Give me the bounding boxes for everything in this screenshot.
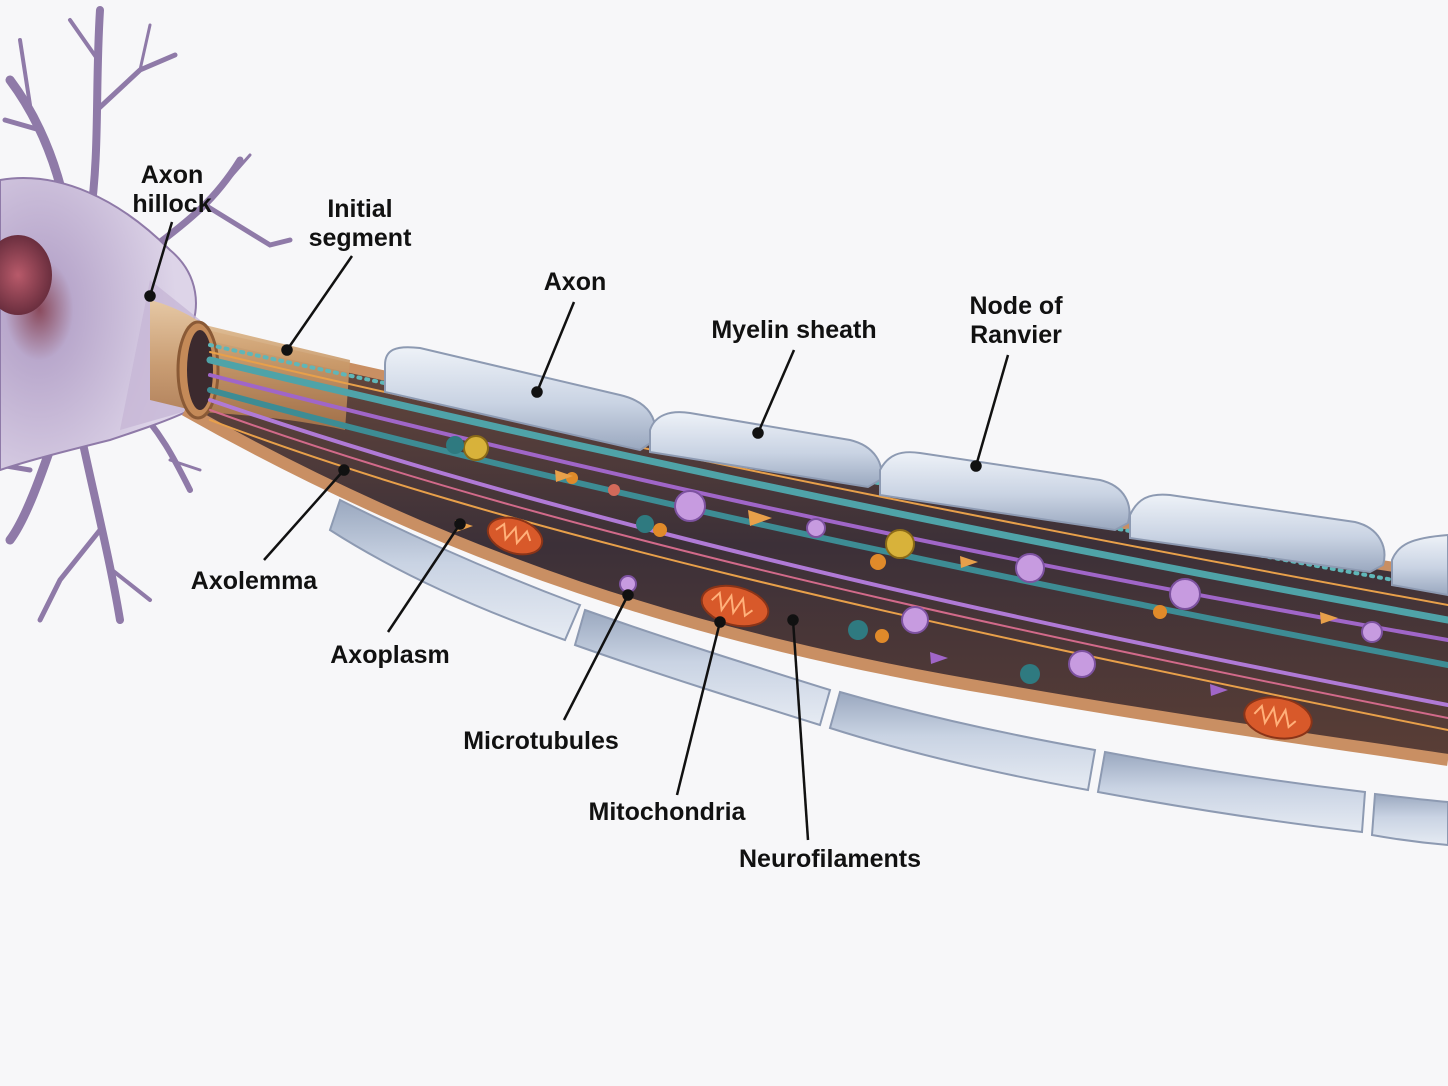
myelin-upper-row <box>384 346 1448 597</box>
label-node-of-ranvier-line2: Ranvier <box>970 321 1062 349</box>
label-axon-hillock-line2: hillock <box>132 190 212 218</box>
label-axoplasm: Axoplasm <box>330 641 450 669</box>
leader-lines <box>144 221 1010 841</box>
vesicles <box>463 435 1383 678</box>
mitochondria <box>486 516 1313 740</box>
initial-segment-lumen <box>187 330 213 410</box>
label-initial-segment: Initial segment <box>309 195 412 253</box>
axolemma-bottom <box>182 404 1448 766</box>
label-axolemma: Axolemma <box>190 567 318 595</box>
label-axon-hillock-line1: Axon <box>140 161 204 189</box>
label-initial-segment-line1: Initial <box>327 195 393 223</box>
axoplasm-core <box>185 330 1448 760</box>
label-myelin-sheath: Myelin sheath <box>711 316 877 344</box>
neurofilaments <box>208 351 1448 731</box>
label-axon-hillock: Axon hillock <box>132 161 211 219</box>
label-initial-segment-line2: segment <box>308 224 412 252</box>
label-node-of-ranvier: Node of Ranvier <box>969 292 1062 350</box>
motor-proteins <box>446 436 1167 684</box>
myelin-lower-row <box>328 498 1448 847</box>
label-axon: Axon <box>543 268 607 296</box>
label-mitochondria: Mitochondria <box>588 798 746 826</box>
label-microtubules: Microtubules <box>463 727 619 755</box>
label-node-of-ranvier-line1: Node of <box>969 292 1063 320</box>
label-neurofilaments: Neurofilaments <box>739 845 921 873</box>
nucleus <box>0 235 52 315</box>
